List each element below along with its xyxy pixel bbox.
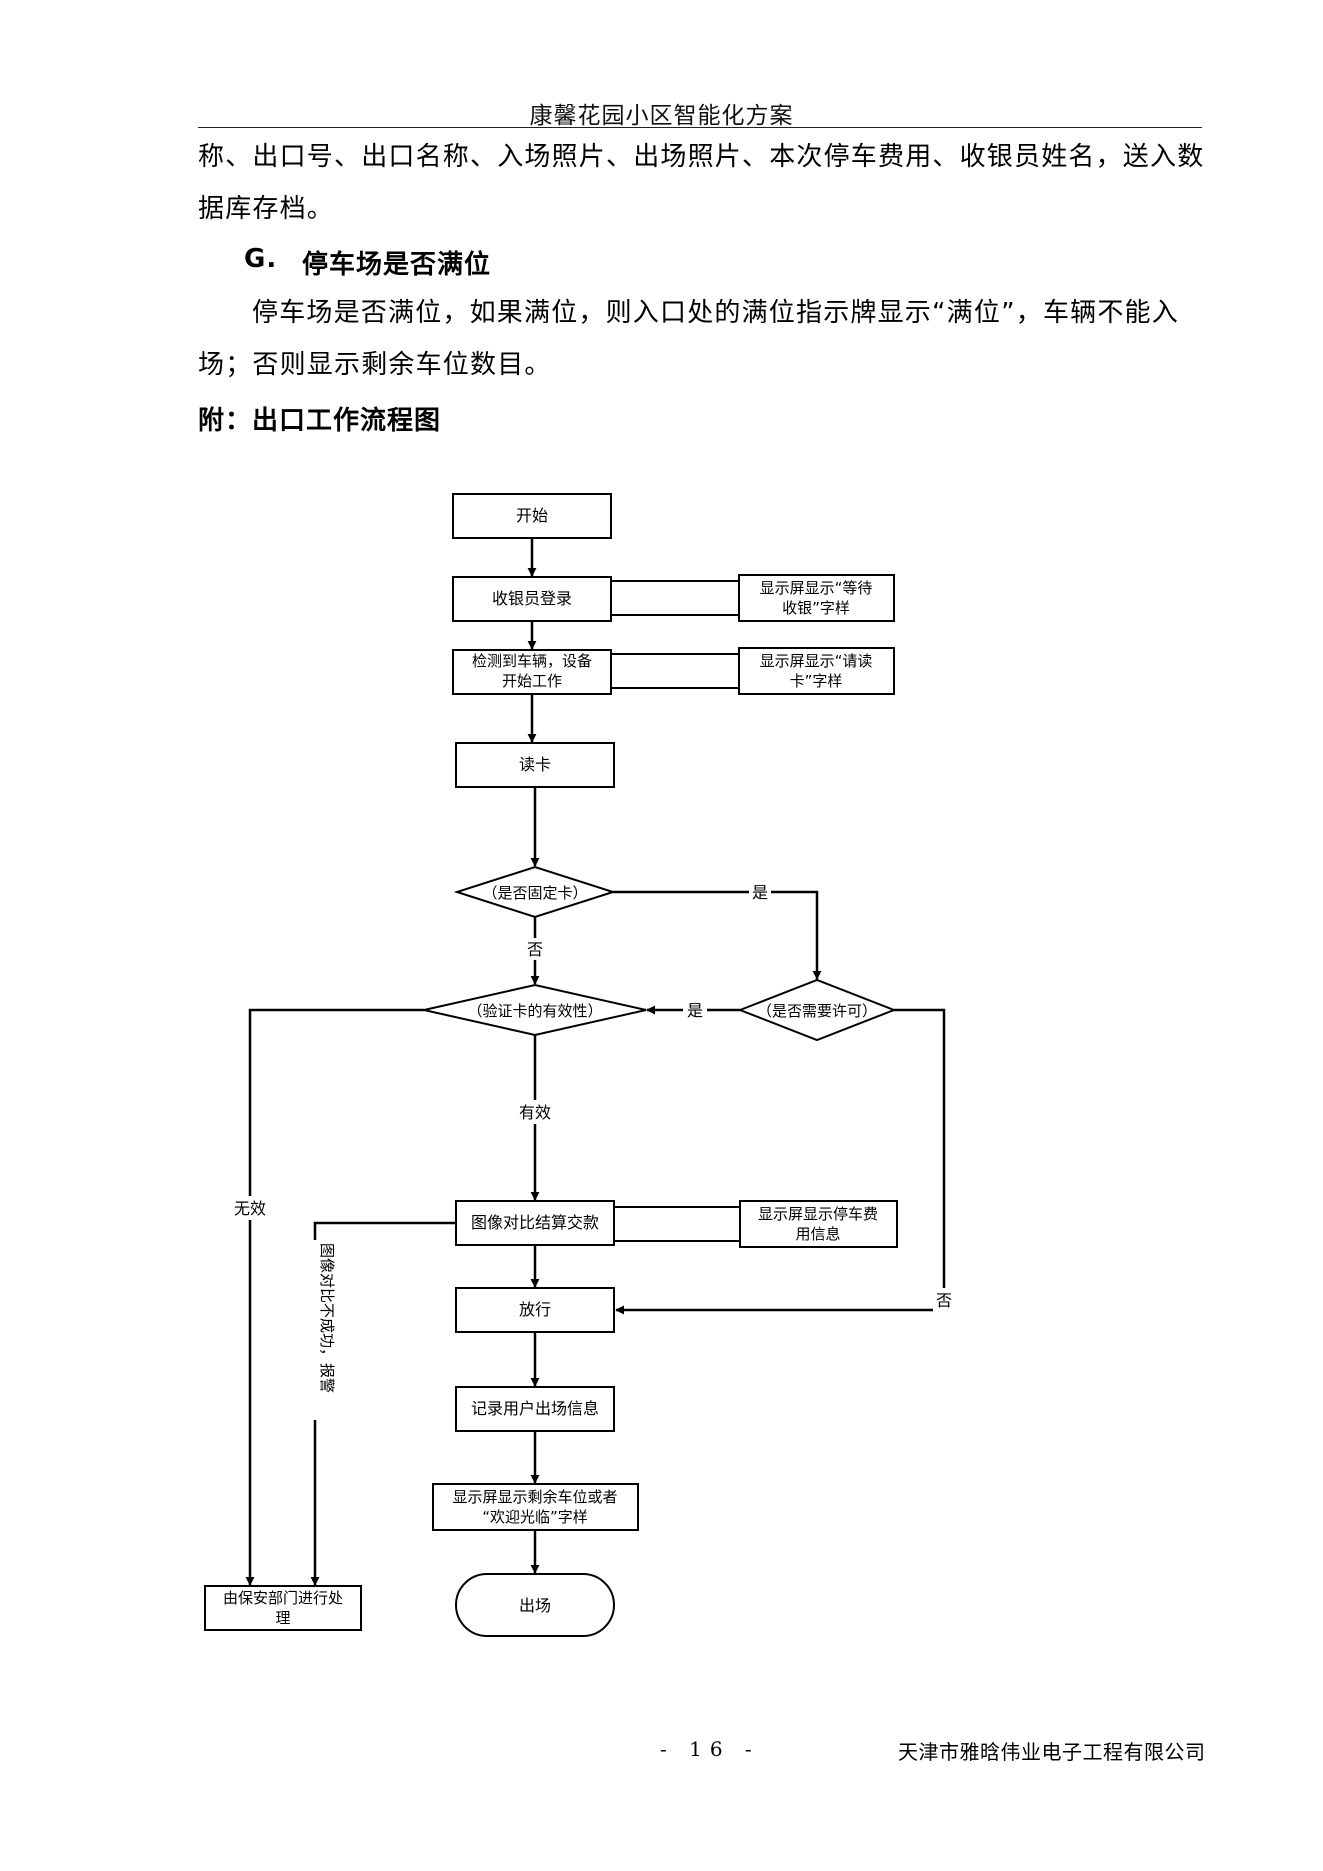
connector-compare-display [613, 1206, 741, 1242]
security-label-2: 理 [275, 1609, 290, 1627]
exit-label: 出场 [519, 1596, 551, 1615]
invalid-label: 无效 [234, 1199, 266, 1218]
section-g-title: 停车场是否满位 [302, 250, 492, 280]
need-permit-decision: （是否需要许可） [737, 978, 897, 1042]
page-number: - 16 - [660, 1737, 760, 1761]
paragraph-2-line-1: 停车场是否满位，如果满位，则入口处的满位指示牌显示“满位”，车辆不能入 [252, 298, 1179, 328]
display-read-label-1: 显示屏显示“请读 [760, 652, 873, 670]
release-box: 放行 [455, 1287, 615, 1333]
arrow-permit-no [615, 1008, 946, 1315]
read-card-box: 读卡 [455, 742, 615, 788]
verify-card-label: （验证卡的有效性） [467, 1002, 602, 1020]
display-read-box: 显示屏显示“请读 卡”字样 [738, 647, 895, 695]
valid-label: 有效 [519, 1103, 551, 1122]
display-remaining-label-2: “欢迎光临”字样 [482, 1508, 588, 1526]
start-label: 开始 [516, 506, 548, 525]
display-fee-label-1: 显示屏显示停车费 [758, 1205, 878, 1223]
fixed-yes-label: 是 [752, 883, 768, 902]
permit-yes-label: 是 [687, 1001, 703, 1020]
security-handling-box: 由保安部门进行处 理 [204, 1585, 362, 1631]
detect-vehicle-label-2: 开始工作 [502, 672, 562, 690]
connector-detect-display [610, 653, 740, 689]
appendix-title: 附：出口工作流程图 [198, 406, 442, 436]
record-exit-label: 记录用户出场信息 [471, 1399, 599, 1418]
verify-card-decision: （验证卡的有效性） [423, 983, 647, 1037]
display-read-label-2: 卡”字样 [790, 672, 843, 690]
compare-fail-label: 图像对比不成功，报警 [318, 1243, 336, 1393]
section-g-marker: G. [244, 244, 278, 274]
page-header-title: 康馨花园小区智能化方案 [529, 103, 794, 129]
display-wait-label-2: 收银”字样 [782, 599, 850, 617]
arrow-fixed-yes [613, 890, 822, 980]
exit-terminator: 出场 [455, 1573, 615, 1637]
permit-no-label: 否 [936, 1291, 952, 1310]
detect-vehicle-box: 检测到车辆，设备 开始工作 [452, 649, 612, 695]
image-compare-label: 图像对比结算交款 [471, 1213, 599, 1232]
display-remaining-box: 显示屏显示剩余车位或者 “欢迎光临”字样 [432, 1483, 639, 1531]
display-fee-label-2: 用信息 [795, 1225, 840, 1243]
arrow-compare-fail [310, 1221, 456, 1586]
display-fee-box: 显示屏显示停车费 用信息 [739, 1200, 898, 1248]
connector-login-display [610, 580, 740, 616]
release-label: 放行 [519, 1300, 551, 1319]
header-divider [198, 127, 1202, 128]
display-wait-label-1: 显示屏显示“等待 [760, 579, 873, 597]
is-fixed-card-decision: （是否固定卡） [453, 865, 617, 919]
footer-company-name: 天津市雅晗伟业电子工程有限公司 [898, 1740, 1206, 1764]
paragraph-1-line-1: 称、出口号、出口名称、入场照片、出场照片、本次停车费用、收银员姓名，送入数 [198, 142, 1205, 172]
detect-vehicle-label-1: 检测到车辆，设备 [472, 652, 592, 670]
record-exit-box: 记录用户出场信息 [455, 1386, 615, 1432]
display-remaining-label-1: 显示屏显示剩余车位或者 [452, 1488, 617, 1506]
is-fixed-card-label: （是否固定卡） [482, 884, 587, 902]
paragraph-2-line-2: 场；否则显示剩余车位数目。 [198, 350, 552, 380]
image-compare-box: 图像对比结算交款 [455, 1200, 615, 1246]
arrow-invalid [245, 1008, 424, 1586]
read-card-label: 读卡 [519, 755, 551, 774]
start-box: 开始 [452, 493, 612, 539]
cashier-login-label: 收银员登录 [492, 589, 572, 608]
paragraph-1-line-2: 据库存档。 [198, 194, 335, 224]
security-label-1: 由保安部门进行处 [223, 1589, 343, 1607]
need-permit-label: （是否需要许可） [757, 1002, 877, 1020]
fixed-no-label: 否 [527, 940, 543, 959]
cashier-login-box: 收银员登录 [452, 576, 612, 622]
display-wait-box: 显示屏显示“等待 收银”字样 [738, 574, 895, 622]
